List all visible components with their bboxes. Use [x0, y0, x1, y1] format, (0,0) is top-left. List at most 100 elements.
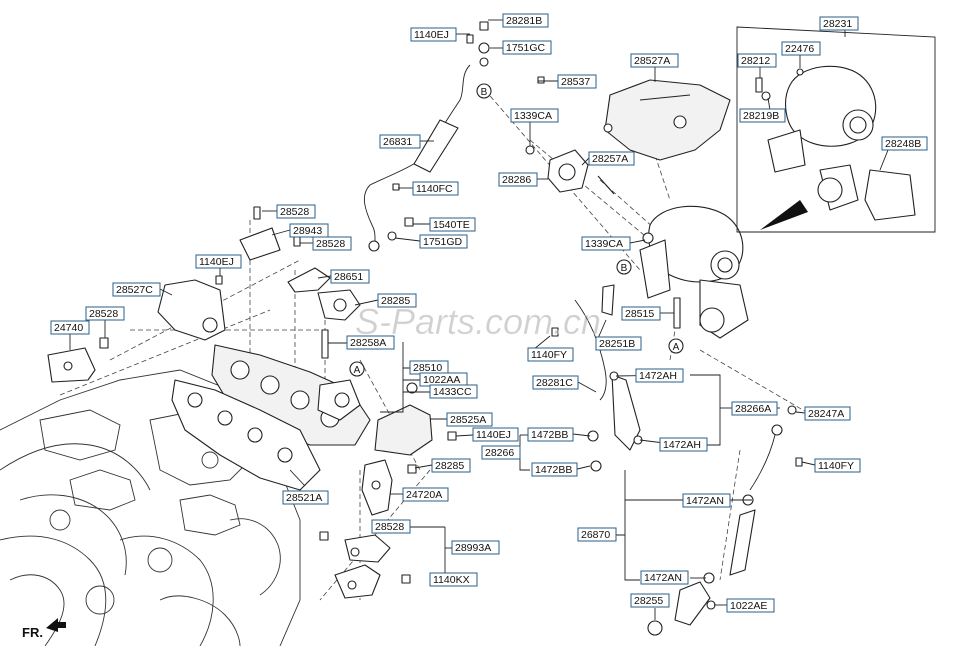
label-28528-b: 28528	[312, 236, 352, 251]
dashed-leaders	[59, 89, 821, 601]
label-28281b: 28281B	[502, 13, 549, 28]
svg-text:28266: 28266	[485, 447, 514, 459]
svg-text:B: B	[621, 263, 628, 274]
svg-text:28510: 28510	[413, 362, 442, 374]
svg-text:1433CC: 1433CC	[433, 386, 472, 398]
svg-text:1022AA: 1022AA	[423, 374, 460, 386]
svg-text:28231: 28231	[823, 18, 852, 30]
circle-marker-b2: B	[616, 259, 632, 275]
circle-marker-a1: A	[349, 361, 365, 377]
svg-text:A: A	[354, 365, 361, 376]
svg-text:28251B: 28251B	[599, 338, 635, 350]
svg-text:1140FY: 1140FY	[818, 460, 854, 472]
svg-text:28528: 28528	[316, 238, 345, 250]
svg-text:28285: 28285	[381, 295, 410, 307]
label-22476: 22476	[781, 41, 821, 56]
svg-text:26831: 26831	[383, 136, 412, 148]
svg-text:28943: 28943	[293, 225, 322, 237]
label-28525a: 28525A	[446, 412, 493, 427]
label-28257a: 28257A	[588, 151, 635, 166]
label-1751gd: 1751GD	[419, 234, 468, 249]
label-28266: 28266	[481, 445, 521, 460]
svg-text:28285: 28285	[435, 460, 464, 472]
svg-text:24720A: 24720A	[406, 489, 442, 501]
svg-text:1472AN: 1472AN	[686, 495, 724, 507]
turbo-gasket	[525, 76, 615, 195]
svg-text:1472BB: 1472BB	[531, 429, 568, 441]
svg-text:1140EJ: 1140EJ	[476, 429, 511, 441]
label-1140ej-low: 1140EJ	[472, 427, 519, 442]
label-28528-c: 28528	[85, 306, 125, 321]
svg-text:FR.: FR.	[22, 625, 43, 640]
label-28537: 28537	[557, 74, 597, 89]
svg-text:28527A: 28527A	[634, 55, 670, 67]
lower-brackets	[319, 531, 411, 599]
label-1540te: 1540TE	[429, 217, 476, 232]
turbocharger	[601, 205, 749, 339]
svg-text:1472AH: 1472AH	[663, 439, 701, 451]
label-1339ca-mid: 1339CA	[581, 236, 631, 251]
svg-text:1339CA: 1339CA	[585, 238, 623, 250]
watermark: S-Parts.com.cn	[355, 301, 601, 342]
svg-text:26870: 26870	[581, 529, 610, 541]
label-28521a: 28521A	[282, 490, 329, 505]
svg-text:28248B: 28248B	[885, 138, 921, 150]
label-1472bb-b: 1472BB	[531, 462, 578, 477]
label-28527c: 28527C	[112, 282, 161, 297]
circle-marker-a2: A	[668, 338, 684, 354]
svg-text:1472BB: 1472BB	[535, 464, 572, 476]
label-28528-d: 28528	[371, 519, 411, 534]
label-1022aa: 1022AA	[419, 372, 468, 387]
label-1472ah-a: 1472AH	[635, 368, 684, 383]
svg-text:28257A: 28257A	[592, 153, 628, 165]
svg-text:1472AH: 1472AH	[639, 370, 677, 382]
svg-text:1540TE: 1540TE	[433, 219, 470, 231]
circle-marker-b1: B	[476, 83, 492, 99]
label-1140kx: 1140KX	[429, 572, 478, 587]
svg-text:28258A: 28258A	[350, 337, 386, 349]
svg-text:28651: 28651	[334, 271, 363, 283]
label-1140ej-mid: 1140EJ	[195, 254, 242, 269]
svg-text:24740: 24740	[54, 322, 83, 334]
exhaust-manifold	[211, 344, 371, 446]
label-28527a: 28527A	[630, 53, 679, 68]
svg-text:1751GC: 1751GC	[506, 42, 546, 54]
label-28993a: 28993A	[451, 540, 500, 555]
label-28281c: 28281C	[532, 375, 579, 390]
label-28248b: 28248B	[881, 136, 928, 151]
svg-text:28528: 28528	[375, 521, 404, 533]
label-1140fy-b: 1140FY	[814, 458, 861, 473]
svg-text:1472AN: 1472AN	[644, 572, 682, 584]
svg-text:1140EJ: 1140EJ	[414, 29, 449, 41]
svg-text:28525A: 28525A	[450, 414, 486, 426]
label-28231: 28231	[819, 16, 859, 31]
label-28286: 28286	[498, 172, 538, 187]
label-1140fy-a: 1140FY	[527, 347, 574, 362]
svg-text:A: A	[673, 342, 680, 353]
label-26870: 26870	[577, 527, 617, 542]
svg-text:B: B	[481, 87, 488, 98]
svg-text:1140FC: 1140FC	[416, 183, 453, 195]
label-1140ej-top: 1140EJ	[410, 27, 457, 42]
oil-feed-pipe	[363, 21, 490, 252]
svg-text:28281C: 28281C	[536, 377, 573, 389]
heat-shield-upper	[603, 79, 731, 161]
svg-text:28281B: 28281B	[506, 15, 542, 27]
label-28651: 28651	[330, 269, 370, 284]
label-24720a: 24720A	[402, 487, 449, 502]
svg-text:28219B: 28219B	[743, 110, 779, 122]
label-28219b: 28219B	[739, 108, 786, 123]
svg-text:28537: 28537	[561, 76, 590, 88]
svg-text:1022AE: 1022AE	[730, 600, 767, 612]
detail-box	[736, 26, 936, 233]
label-28943: 28943	[289, 223, 329, 238]
svg-text:28528: 28528	[89, 308, 118, 320]
svg-text:28255: 28255	[634, 595, 663, 607]
label-28247a: 28247A	[804, 406, 851, 421]
label-1751gc: 1751GC	[502, 40, 552, 55]
svg-text:1140FY: 1140FY	[531, 349, 567, 361]
svg-text:28527C: 28527C	[116, 284, 153, 296]
label-26831: 26831	[379, 134, 421, 149]
svg-text:1339CA: 1339CA	[514, 110, 552, 122]
